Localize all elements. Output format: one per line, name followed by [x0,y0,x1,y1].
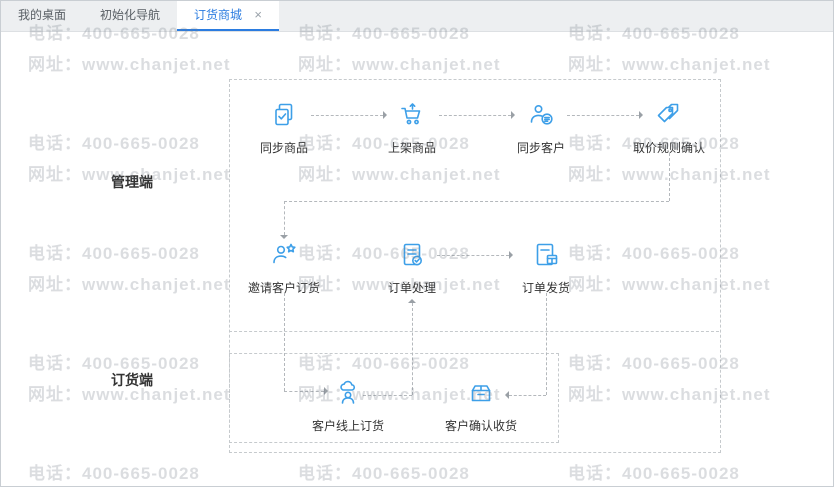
arrowhead [383,111,391,119]
arrowhead [280,235,288,243]
ordering-section-label: 订货端 [111,372,153,388]
order-shipping-icon [536,243,558,266]
outer-flow-box [229,79,721,453]
tab-label: 我的桌面 [18,8,67,22]
flow-node-customer-online-order: 客户线上订货 [288,379,408,434]
flow-node-invite-customers: 邀请客户订货 [224,241,344,296]
connector-line [284,391,324,392]
section-divider [229,331,719,332]
arrowhead [408,295,416,303]
flow-node-order-processing: 订单处理 [352,241,472,296]
flow-node-label: 同步客户 [516,141,565,155]
flow-node-label: 客户确认收货 [444,419,517,433]
customer-cloud-order-icon [340,380,356,404]
sync-products-icon [275,103,293,126]
arrowhead [324,387,332,395]
connector-line [412,303,413,395]
price-tags-icon [657,103,679,123]
flow-node-order-shipping: 订单发货 [486,241,606,296]
connector-line [509,395,546,396]
flow-node-label: 订单发货 [521,281,570,295]
connector-line [311,115,383,116]
connector-line [284,293,285,391]
tab-label: 订货商城 [194,8,243,22]
connector-line [546,293,547,395]
flow-node-label: 订单处理 [387,281,436,295]
connector-line [669,153,670,201]
flow-node-label: 客户线上订货 [311,419,384,433]
arrowhead [501,391,509,399]
shelf-products-icon [401,103,421,125]
connector-line [284,201,669,202]
flow-node-label: 上架商品 [387,141,436,155]
flow-node-label: 同步商品 [259,141,308,155]
order-processing-icon [403,243,422,266]
tab-order-mall[interactable]: 订货商城 × [177,1,279,31]
management-section-label: 管理端 [111,174,153,190]
sync-customers-icon [530,105,553,125]
arrowhead [639,111,647,119]
arrowhead [509,251,517,259]
flow-node-price-rule-confirm: 取价规则确认 [609,101,729,156]
tab-my-desktop[interactable]: 我的桌面 [1,1,83,31]
connector-line [363,395,412,396]
connector-line [437,255,509,256]
flow-node-sync-products: 同步商品 [224,101,344,156]
ordering-flow-box [229,353,559,443]
tab-bar: 我的桌面 初始化导航 订货商城 × [1,1,833,32]
tab-label: 初始化导航 [100,8,161,22]
connector-line [567,115,639,116]
flow-diagram: 管理端 订货端 同步商品 上架商品 [1,31,833,486]
flow-node-shelf-products: 上架商品 [352,101,472,156]
flow-node-sync-customers: 同步客户 [481,101,601,156]
flow-node-label: 取价规则确认 [632,141,705,155]
arrowhead [511,111,519,119]
package-box-icon [471,385,491,402]
connector-line [284,201,285,235]
flow-node-customer-confirm-receipt: 客户确认收货 [421,379,541,434]
tab-init-nav[interactable]: 初始化导航 [83,1,177,31]
connector-line [439,115,511,116]
close-icon[interactable]: × [254,7,262,22]
invite-customer-icon [273,243,296,264]
flow-node-label: 邀请客户订货 [247,281,320,295]
